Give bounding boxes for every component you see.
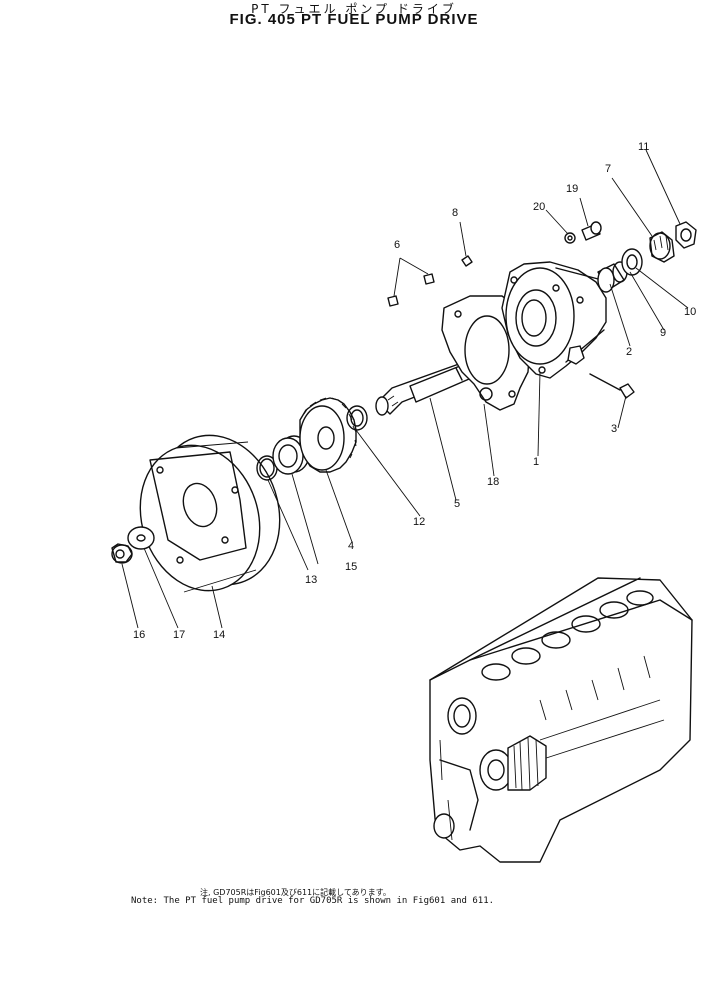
label-20: 20 <box>533 201 545 213</box>
part-9-sleeve <box>621 248 643 276</box>
label-16: 16 <box>133 629 145 641</box>
note-english: Note: The PT fuel pump drive for GD705R … <box>131 896 495 906</box>
note-japanese: 注, GD705RはFig601及び611に記載してあります。 <box>200 888 391 897</box>
part-7-coupling <box>649 231 675 263</box>
label-5: 5 <box>454 498 460 510</box>
label-7: 7 <box>605 163 611 175</box>
part-4-gear <box>299 397 357 473</box>
leader-lines <box>121 149 689 629</box>
label-15: 15 <box>345 561 357 573</box>
engine-block-overview <box>429 577 693 863</box>
label-11: 11 <box>638 141 649 153</box>
label-6: 6 <box>394 239 400 251</box>
part-8-plug <box>461 255 473 267</box>
label-14: 14 <box>213 629 225 641</box>
part-12-ring <box>346 405 368 431</box>
part-2-bushing <box>597 261 628 293</box>
label-3: 3 <box>611 423 617 435</box>
part-17-washer <box>127 526 155 550</box>
figure-title: FIG. 405 PT FUEL PUMP DRIVE <box>229 11 479 28</box>
label-4: 4 <box>348 540 354 552</box>
part-3-bolt <box>589 373 635 399</box>
part-number-labels: 1 2 3 4 5 6 7 8 9 10 11 12 13 14 15 16 1… <box>133 141 696 641</box>
part-11-nut <box>675 221 697 249</box>
label-9: 9 <box>660 327 666 339</box>
part-20-washer <box>564 232 576 244</box>
label-18: 18 <box>487 476 499 488</box>
part-16-nut <box>111 543 133 564</box>
label-2: 2 <box>626 346 632 358</box>
part-1-pump-housing <box>501 261 607 379</box>
part-14-drive-housing <box>139 434 281 593</box>
label-19: 19 <box>566 183 578 195</box>
label-13: 13 <box>305 574 317 586</box>
part-19-bolt <box>581 221 602 241</box>
label-12: 12 <box>413 516 425 528</box>
part-6-pins <box>387 273 435 307</box>
label-10: 10 <box>684 306 696 318</box>
label-17: 17 <box>173 629 185 641</box>
japanese-title: PT フュエル ポンプ ドライブ <box>251 2 457 16</box>
label-1: 1 <box>533 456 539 468</box>
label-8: 8 <box>452 207 458 219</box>
